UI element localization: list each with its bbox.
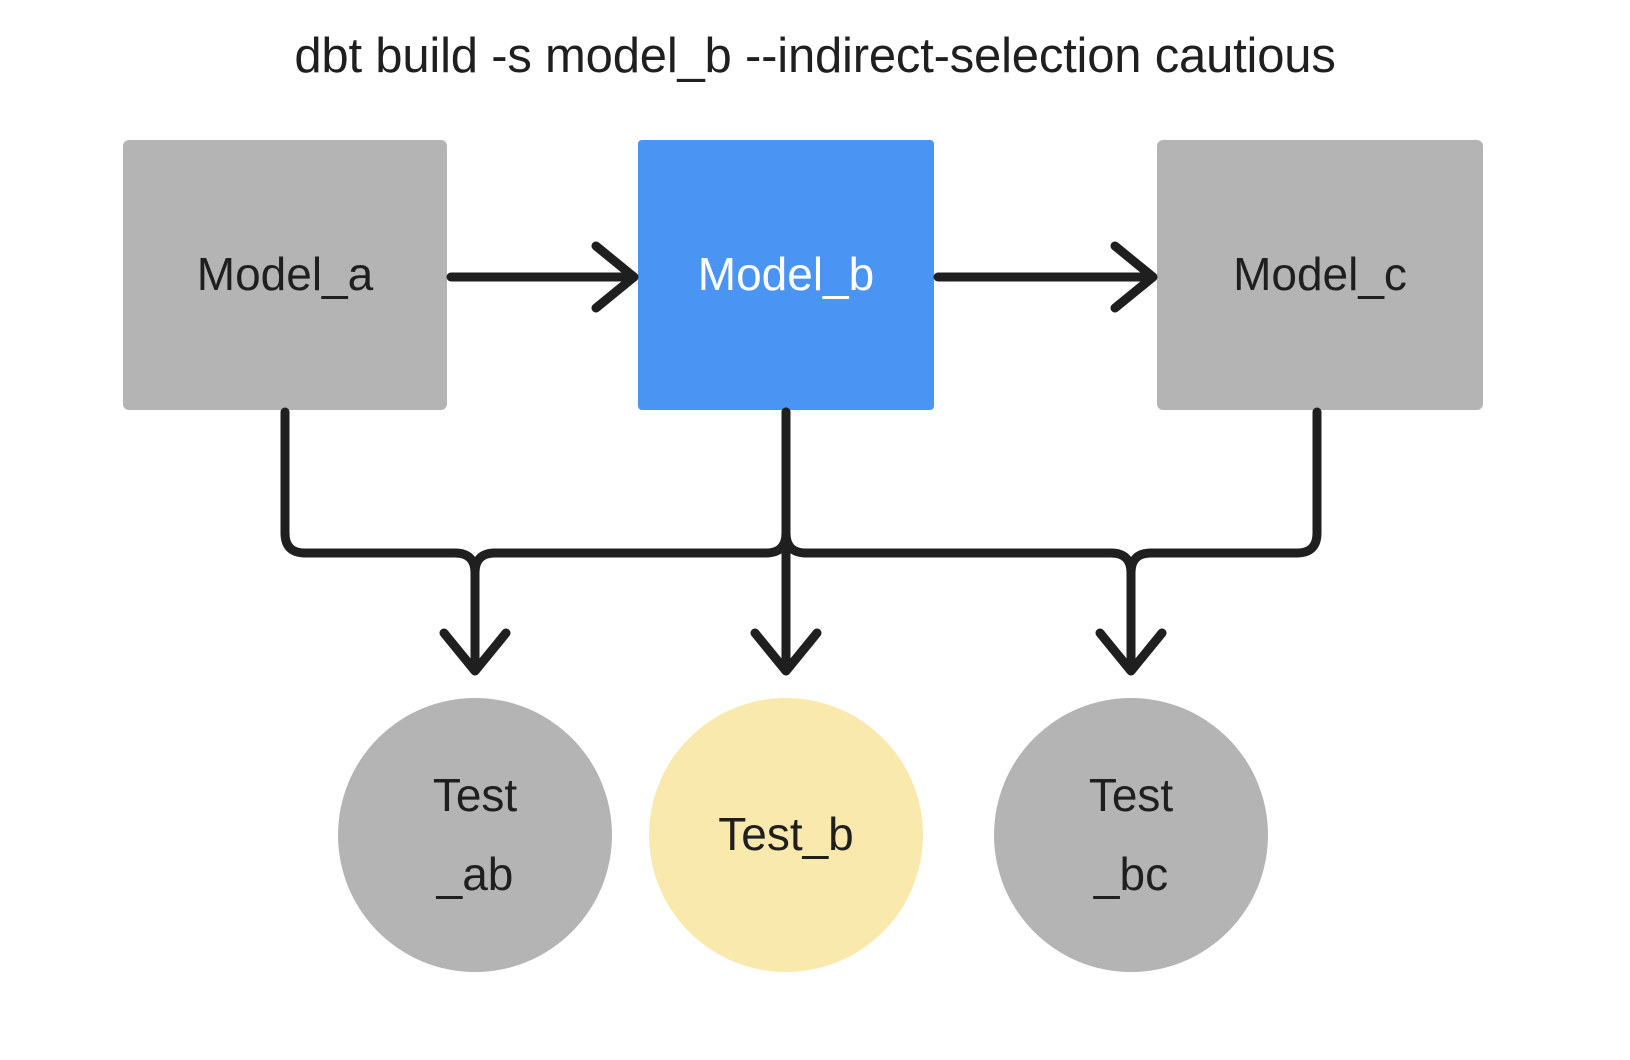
arrowhead-chevron <box>750 628 822 676</box>
edge-model-b-to-model-c <box>933 241 1158 313</box>
edge-model-a-to-model-b <box>446 241 639 313</box>
node-shape-test-bc[interactable] <box>994 698 1268 972</box>
arrowhead-chevron <box>591 241 639 313</box>
node-shape-model-b[interactable] <box>638 140 934 410</box>
arrowhead-chevron <box>1110 241 1158 313</box>
arrowhead-chevron <box>439 628 511 676</box>
node-shape-test-b[interactable] <box>649 698 923 972</box>
edge-model-a-to-test-ab <box>280 407 511 676</box>
edge-model-b-to-test-bc <box>781 528 1167 676</box>
diagram-title: dbt build -s model_b --indirect-selectio… <box>294 29 1336 83</box>
node-shape-test-ab[interactable] <box>338 698 612 972</box>
node-shape-model-a[interactable] <box>123 140 447 410</box>
edge-model-c-to-test-bc <box>1126 407 1322 578</box>
node-shape-model-c[interactable] <box>1157 140 1483 410</box>
edge-model-b-to-test-ab <box>470 407 791 578</box>
arrowhead-chevron <box>1095 628 1167 676</box>
